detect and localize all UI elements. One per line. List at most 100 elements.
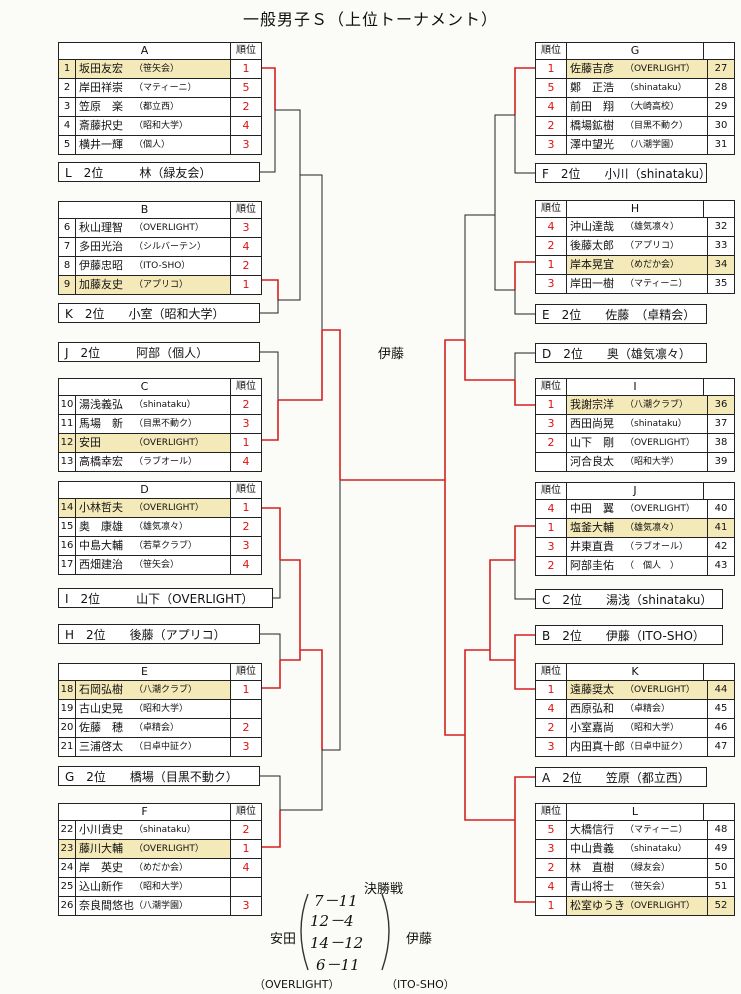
player-name: 林 直樹	[570, 861, 614, 874]
player-rank: 3	[536, 538, 567, 556]
player-team: （shinataku）	[625, 419, 687, 429]
player-number: 16	[59, 537, 76, 555]
final-left-player: 安田	[270, 932, 297, 947]
page-title: 一般男子Ｓ（上位トーナメント）	[242, 10, 498, 29]
player-name: 坂田友宏	[79, 62, 123, 75]
second-place-g: G 2位 橋場（目黒不動ク）	[58, 766, 260, 786]
player-name: 岸本晃宜	[570, 258, 614, 271]
bracket-line	[464, 214, 495, 340]
player-name: 佐藤吉彦	[570, 62, 614, 75]
bracket-line	[514, 660, 535, 690]
player-rank: 2	[230, 719, 261, 737]
player-team: （shinataku）	[625, 83, 687, 93]
player-team: （雄気凛々）	[134, 522, 189, 532]
second-place-a: A 2位 笠原（都立西）	[535, 767, 707, 787]
player-rank: 3	[230, 136, 261, 154]
player-number: 50	[707, 859, 734, 877]
player-team: （OVERLIGHT）	[134, 223, 204, 233]
player-rank: 3	[536, 136, 567, 154]
player-rank: 3	[230, 219, 261, 237]
player-name: 湯浅義弘	[79, 398, 123, 411]
rank-header: 順位	[230, 664, 261, 680]
player-rank: 2	[536, 719, 567, 737]
number-header	[703, 379, 734, 395]
player-name: 伊藤忠昭	[79, 259, 123, 272]
player-name: 中山貴義	[570, 842, 614, 855]
player-number: 3	[59, 98, 76, 116]
second-place-c: C 2位 湯浅（shinataku）	[535, 589, 723, 609]
player-number: 17	[59, 556, 76, 574]
player-rank: 2	[230, 98, 261, 116]
player-number: 21	[59, 738, 76, 756]
player-rank: 2	[230, 396, 261, 414]
group-name: G	[630, 44, 640, 57]
player-number: 25	[59, 878, 76, 896]
final-heading: 決勝戦	[364, 882, 404, 897]
player-name: 塩釜大輔	[570, 521, 614, 534]
player-number: 44	[707, 681, 734, 699]
player-rank: 1	[536, 519, 567, 537]
player-name: 内田真十郎	[570, 740, 625, 753]
number-header	[703, 664, 734, 680]
player-number: 39	[707, 453, 734, 471]
player-name: 秋山理智	[79, 221, 123, 234]
player-rank: 1	[230, 276, 261, 294]
rank-header: 順位	[536, 379, 567, 395]
player-number: 6	[59, 219, 76, 237]
bracket-line	[260, 507, 281, 560]
player-number: 4	[59, 117, 76, 135]
player-number: 9	[59, 276, 76, 294]
rank-header: 順位	[230, 202, 261, 218]
bracket-line	[275, 109, 301, 175]
player-number: 10	[59, 396, 76, 414]
player-name: 井東直貴	[570, 540, 614, 553]
player-number: 24	[59, 859, 76, 877]
bracket-line	[464, 649, 490, 735]
player-team: （shinataku）	[134, 825, 196, 835]
player-rank: 3	[536, 738, 567, 756]
bracket-line	[494, 215, 515, 291]
player-team: （昭和大学）	[134, 882, 189, 892]
player-rank: 1	[230, 60, 261, 78]
player-name: 奥 康雄	[79, 520, 123, 533]
final-score-1: 7－11	[314, 892, 358, 910]
player-team: （OVERLIGHT）	[134, 503, 204, 513]
number-header	[703, 43, 734, 59]
bracket-line	[464, 735, 515, 821]
semifinal-winner: 伊藤	[378, 347, 405, 362]
second-place-b: B 2位 伊藤（ITO-SHO）	[535, 625, 723, 645]
player-name: 斎藤択史	[79, 119, 123, 132]
player-row: 河合良太（昭和大学）39	[536, 453, 734, 471]
player-team: （卓精会）	[625, 704, 671, 714]
player-name: 中島大輔	[79, 539, 123, 552]
player-team: （昭和大学）	[134, 121, 189, 131]
group-name: I	[633, 380, 637, 393]
player-rank: 2	[536, 237, 567, 255]
player-team: （個人）	[134, 140, 171, 150]
player-name: 三浦啓太	[79, 740, 123, 753]
player-team: （若草クラブ）	[134, 541, 198, 551]
player-rank: 4	[536, 878, 567, 896]
bracket-line	[514, 352, 535, 380]
player-name: 河合良太	[570, 455, 614, 468]
